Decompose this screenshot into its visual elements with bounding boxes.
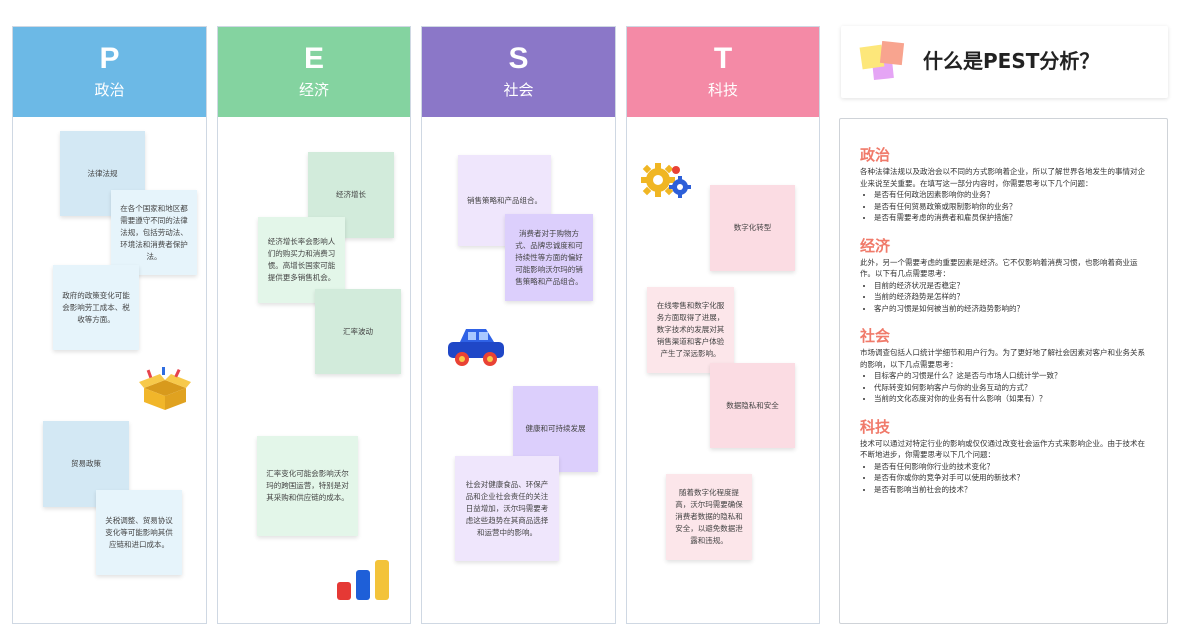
list-item: 是否有需要考虑的消费者和雇员保护措施？ [874,212,1149,224]
sticky-note[interactable]: 经济增长率会影响人们的购买力和消费习惯。高增长国家可能提供更多销售机会。 [258,217,345,303]
note-text: 消费者对于购物方式、品牌忠诚度和可持续性等方面的偏好可能影响沃尔玛的销售策略和产… [515,228,583,286]
note-text: 汇率波动 [343,326,373,336]
sticky-note[interactable]: 数据隐私和安全 [710,363,795,448]
section-title: 政治 [860,146,891,164]
note-text: 随着数字化程度提高，沃尔玛需要确保消费者数据的隐私和安全，以避免数据泄露和违规。 [675,488,743,545]
column-letter: S [508,42,529,75]
note-text: 数字化转型 [733,223,772,232]
toy-car-icon [448,329,504,366]
sticky-note[interactable]: 贸易政策 [43,421,129,507]
column-letter: P [99,42,120,75]
bar-chart-icon [337,560,389,600]
list-item: 目标客户的习惯是什么？这是否与市场人口统计学一致？ [874,370,1149,382]
column-header-political: P 政治 [13,27,206,117]
column-header-technological: T 科技 [627,27,819,117]
section-technological: 科技 技术可以通过对特定行业的影响或仅仅通过改变社会运作方式来影响企业。由于技术… [860,417,1149,496]
column-name: 社会 [503,81,534,99]
title-card: 什么是PEST分析？ [841,26,1168,98]
sticky-note[interactable]: 汇率变化可能会影响沃尔玛的跨国运营，特别是对其采购和供应链的成本。 [257,436,358,536]
note-text: 政府的政策变化可能会影响劳工成本、税收等方面。 [62,290,130,324]
list-item: 是否有影响当前社会的技术？ [874,484,1149,496]
note-text: 数据隐私和安全 [726,400,779,410]
list-item: 是否有任何影响你行业的技术变化？ [874,461,1149,473]
list-item: 代际转变如何影响客户与你的业务互动的方式？ [874,382,1149,394]
list-item: 目前的经济状况是否稳定？ [874,280,1149,292]
list-item: 是否有任何政治因素影响你的业务？ [874,189,1149,201]
section-description: 此外，另一个需要考虑的重要因素是经济。它不仅影响着消费习惯，也影响着商业运作。以… [860,257,1138,279]
section-questions: 目标客户的习惯是什么？这是否与市场人口统计学一致？ 代际转变如何影响客户与你的业… [860,370,1149,405]
list-item: 客户的习惯是如何被当前的经济趋势影响的？ [874,303,1149,315]
note-text: 在线零售和数字化服务方面取得了进展，数字技术的发展对其销售渠道和客户体验产生了深… [656,301,725,358]
list-item: 当前的经济趋势是怎样的？ [874,291,1149,303]
column-name: 经济 [298,81,329,99]
note-text: 法律法规 [87,168,118,178]
note-text: 社会对健康食品、环保产品和企业社会责任的关注日益增加，沃尔玛需要考虑这些趋势在其… [465,479,549,537]
pest-explanation-panel: 政治 各种法律法规以及政治会以不同的方式影响着企业，所以了解世界各地发生的事情对… [839,118,1168,624]
column-letter: T [713,42,733,75]
column-name: 科技 [707,81,738,99]
gears-icon [641,163,691,198]
section-social: 社会 市场调查包括人口统计学细节和用户行为。为了更好地了解社会因素对客户和业务关… [860,326,1149,405]
sticky-note[interactable]: 在线零售和数字化服务方面取得了进展，数字技术的发展对其销售渠道和客户体验产生了深… [647,287,734,373]
section-economic: 经济 此外，另一个需要考虑的重要因素是经济。它不仅影响着消费习惯，也影响着商业运… [860,236,1149,315]
section-questions: 是否有任何影响你行业的技术变化？ 是否有你或你的竞争对手可以使用的新技术？ 是否… [860,461,1149,496]
list-item: 是否有你或你的竞争对手可以使用的新技术？ [874,472,1149,484]
column-header-social: S 社会 [422,27,615,117]
section-description: 技术可以通过对特定行业的影响或仅仅通过改变社会运作方式来影响企业。由于技术在不断… [860,438,1145,460]
note-text: 经济增长 [336,190,366,199]
sticky-note[interactable]: 政府的政策变化可能会影响劳工成本、税收等方面。 [53,265,139,350]
list-item: 当前的文化态度对你的业务有什么影响（如果有）？ [874,393,1149,405]
section-description: 市场调查包括人口统计学细节和用户行为。为了更好地了解社会因素对客户和业务关系的影… [860,348,1145,369]
page-title: 什么是PEST分析？ [923,49,1100,73]
note-text: 关税调整、贸易协议变化等可能影响其供应链和进口成本。 [105,515,173,549]
column-name: 政治 [94,81,125,99]
note-text: 贸易政策 [71,459,101,468]
section-title: 经济 [860,236,891,255]
note-text: 汇率变化可能会影响沃尔玛的跨国运营，特别是对其采购和供应链的成本。 [266,469,349,502]
section-title: 社会 [860,327,891,345]
note-text: 健康和可持续发展 [525,424,586,433]
sticky-note[interactable]: 在各个国家和地区都需要遵守不同的法律法规，包括劳动法、环境法和消费者保护法。 [111,190,197,275]
sticky-note[interactable]: 数字化转型 [710,185,795,271]
note-text: 经济增长率会影响人们的购买力和消费习惯。高增长国家可能提供更多销售机会。 [267,237,336,282]
note-text: 在各个国家和地区都需要遵守不同的法律法规，包括劳动法、环境法和消费者保护法。 [120,203,188,261]
sticky-notes-icon [859,41,905,80]
sticky-note[interactable]: 汇率波动 [315,289,401,374]
open-box-icon [139,367,191,410]
section-title: 科技 [860,417,891,436]
section-political: 政治 各种法律法规以及政治会以不同的方式影响着企业，所以了解世界各地发生的事情对… [860,145,1149,224]
sticky-note[interactable]: 关税调整、贸易协议变化等可能影响其供应链和进口成本。 [96,490,182,575]
sticky-note[interactable]: 消费者对于购物方式、品牌忠诚度和可持续性等方面的偏好可能影响沃尔玛的销售策略和产… [505,214,593,301]
note-text: 销售策略和产品组合。 [467,195,542,205]
section-description: 各种法律法规以及政治会以不同的方式影响着企业，所以了解世界各地发生的事情对企业来… [860,167,1145,188]
section-questions: 是否有任何政治因素影响你的业务？ 是否有任何贸易政策或限制影响你的业务？ 是否有… [860,189,1149,224]
column-header-economic: E 经济 [218,27,410,117]
column-letter: E [303,42,324,75]
sticky-note[interactable]: 社会对健康食品、环保产品和企业社会责任的关注日益增加，沃尔玛需要考虑这些趋势在其… [455,456,559,561]
sticky-note[interactable]: 随着数字化程度提高，沃尔玛需要确保消费者数据的隐私和安全，以避免数据泄露和违规。 [666,474,752,560]
section-questions: 目前的经济状况是否稳定？ 当前的经济趋势是怎样的？ 客户的习惯是如何被当前的经济… [860,280,1149,315]
list-item: 是否有任何贸易政策或限制影响你的业务？ [874,201,1149,213]
